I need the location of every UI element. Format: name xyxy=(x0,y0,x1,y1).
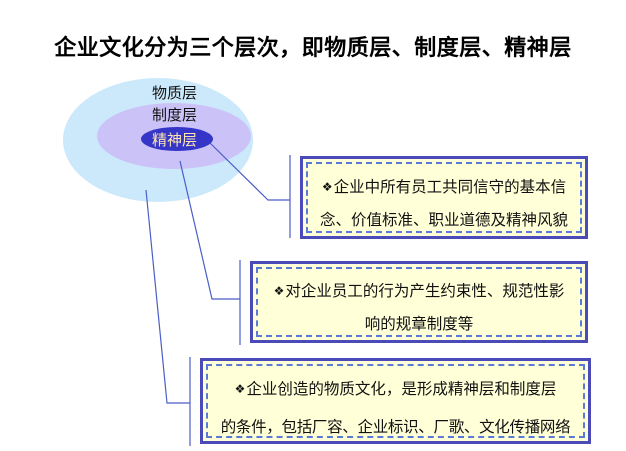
spirit-layer-label: 精神层 xyxy=(152,131,198,149)
description-line-1: ❖企业创造的物质文化，是形成精神层和制度层 xyxy=(234,380,557,398)
description-box-material: ❖企业创造的物质文化，是形成精神层和制度层 的条件，包括厂容、企业标识、厂歌、文… xyxy=(200,358,591,444)
description-line-1: ❖对企业员工的行为产生约束性、规范性影 xyxy=(273,282,565,300)
description-line-1: ❖企业中所有员工共同信守的基本信 xyxy=(321,178,567,196)
description-box-spirit: ❖企业中所有员工共同信守的基本信 念、价值标准、职业道德及精神风貌 xyxy=(300,156,588,239)
spirit-layer-ellipse xyxy=(141,127,213,151)
diamond-bullet-icon: ❖ xyxy=(273,284,285,298)
connector-line-material xyxy=(145,189,190,404)
dashed-border xyxy=(256,267,582,337)
description-box-system: ❖对企业员工的行为产生约束性、规范性影 响的规章制度等 xyxy=(250,261,588,343)
material-layer-label: 物质层 xyxy=(152,84,198,102)
page-title: 企业文化分为三个层次，即物质层、制度层、精神层 xyxy=(54,36,572,61)
connector-line-spirit xyxy=(209,142,290,201)
connector-line-system xyxy=(179,160,240,300)
system-layer-label: 制度层 xyxy=(152,106,198,124)
description-line-2: 念、价值标准、职业道德及精神风貌 xyxy=(319,211,568,229)
description-line-2: 响的规章制度等 xyxy=(364,315,474,333)
diamond-bullet-icon: ❖ xyxy=(234,382,246,396)
dashed-border xyxy=(206,364,585,438)
dashed-border xyxy=(306,162,582,233)
diamond-bullet-icon: ❖ xyxy=(321,180,333,194)
description-line-2: 的条件，包括厂容、企业标识、厂歌、文化传播网络 xyxy=(220,418,571,436)
